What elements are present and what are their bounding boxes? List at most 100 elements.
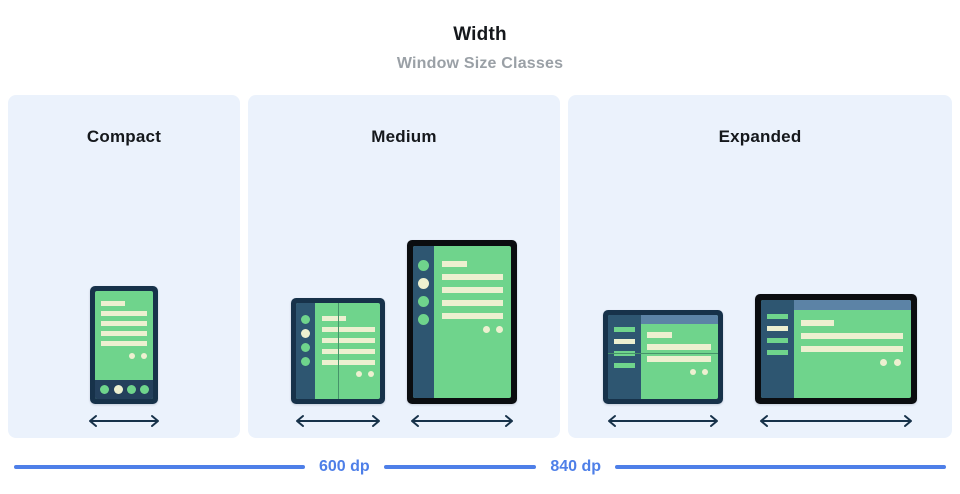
- content-dot: [880, 359, 887, 366]
- panel-title-medium: Medium: [371, 127, 437, 146]
- nav-item[interactable]: [418, 296, 429, 307]
- measure-rule: [615, 465, 946, 469]
- breakpoint-measure-bar: 600 dp 840 dp: [0, 452, 960, 482]
- breakpoint-segment-840-right: [615, 452, 960, 482]
- nav-item-selected[interactable]: [767, 326, 788, 331]
- content-line: [322, 327, 375, 332]
- content-line: [647, 332, 672, 338]
- content-line: [442, 274, 503, 280]
- content-dot: [702, 369, 708, 375]
- breakpoint-segment-middle: [383, 452, 537, 482]
- device-tablet-landscape: [755, 294, 917, 438]
- breakpoint-label-600: 600 dp: [319, 458, 370, 475]
- phone-frame: [90, 286, 158, 404]
- nav-item[interactable]: [767, 350, 788, 355]
- nav-item[interactable]: [418, 260, 429, 271]
- width-arrow-tablet-portrait: [407, 404, 517, 438]
- nav-item-selected[interactable]: [418, 278, 429, 289]
- navigation-rail: [413, 246, 434, 398]
- width-arrow-compact: [85, 404, 163, 438]
- device-group-expanded: [568, 168, 952, 438]
- content-dot: [690, 369, 696, 375]
- double-arrow-icon: [604, 414, 722, 428]
- nav-item[interactable]: [100, 385, 109, 394]
- nav-item[interactable]: [767, 314, 788, 319]
- content-line: [442, 313, 503, 319]
- double-arrow-icon: [85, 414, 163, 428]
- tablet-frame: [407, 240, 517, 404]
- bottom-navigation-bar: [95, 380, 153, 399]
- device-foldable-landscape: [603, 310, 723, 438]
- content-dot: [483, 326, 490, 333]
- content-line: [801, 346, 903, 352]
- content-line: [442, 300, 503, 306]
- tablet-landscape-screen: [761, 300, 911, 398]
- nav-item[interactable]: [140, 385, 149, 394]
- nav-item[interactable]: [301, 343, 310, 352]
- page-title: Width: [453, 24, 507, 45]
- content-dot: [368, 371, 374, 377]
- content-dot: [356, 371, 362, 377]
- width-arrow-foldable-portrait: [292, 404, 384, 438]
- content-line: [442, 287, 503, 293]
- content-line: [801, 333, 903, 339]
- content-dot: [141, 353, 147, 359]
- double-arrow-icon: [756, 414, 916, 428]
- width-arrow-tablet-landscape: [756, 404, 916, 438]
- device-phone-portrait: [85, 286, 163, 438]
- content-line: [322, 349, 375, 354]
- content-line: [322, 316, 346, 321]
- nav-item[interactable]: [614, 363, 635, 368]
- navigation-drawer: [608, 315, 641, 399]
- content-line: [322, 338, 375, 343]
- nav-item-selected[interactable]: [301, 329, 310, 338]
- foldable-landscape-screen: [608, 315, 718, 399]
- device-group-compact: [8, 168, 240, 438]
- nav-item[interactable]: [767, 338, 788, 343]
- width-arrow-foldable-landscape: [604, 404, 722, 438]
- nav-item-selected[interactable]: [114, 385, 123, 394]
- nav-item[interactable]: [301, 315, 310, 324]
- header: Width Window Size Classes: [0, 0, 960, 72]
- device-group-medium: [248, 168, 560, 438]
- content-line: [322, 360, 375, 365]
- nav-item[interactable]: [614, 327, 635, 332]
- tablet-screen: [413, 246, 511, 398]
- content-line: [647, 344, 711, 350]
- breakpoint-segment-600-left: [0, 452, 305, 482]
- navigation-drawer: [761, 300, 794, 398]
- content-line: [101, 301, 125, 306]
- double-arrow-icon: [407, 414, 517, 428]
- panel-title-compact: Compact: [86, 127, 162, 146]
- top-app-bar: [794, 300, 911, 310]
- content-line: [647, 356, 711, 362]
- foldable-frame: [291, 298, 385, 404]
- page-subtitle: Window Size Classes: [396, 55, 564, 72]
- panel-medium: Medium: [248, 95, 560, 438]
- fold-line: [338, 303, 339, 399]
- device-foldable-portrait: [291, 298, 385, 438]
- content-line: [101, 341, 147, 346]
- measure-rule: [383, 465, 537, 469]
- nav-item[interactable]: [418, 314, 429, 325]
- nav-item[interactable]: [301, 357, 310, 366]
- double-arrow-icon: [292, 414, 384, 428]
- device-tablet-portrait: [407, 240, 517, 438]
- breakpoint-label-840: 840 dp: [550, 458, 601, 475]
- content-line: [101, 331, 147, 336]
- phone-screen: [95, 291, 153, 399]
- top-app-bar: [641, 315, 718, 324]
- tablet-landscape-frame: [755, 294, 917, 404]
- content-line: [442, 261, 467, 267]
- foldable-landscape-frame: [603, 310, 723, 404]
- panel-title-expanded: Expanded: [718, 127, 802, 146]
- navigation-rail: [296, 303, 315, 399]
- content-line: [101, 311, 147, 316]
- content-line: [801, 320, 834, 326]
- panel-compact: Compact: [8, 95, 240, 438]
- nav-item-selected[interactable]: [614, 339, 635, 344]
- measure-rule: [14, 465, 305, 469]
- content-dot: [496, 326, 503, 333]
- nav-item[interactable]: [127, 385, 136, 394]
